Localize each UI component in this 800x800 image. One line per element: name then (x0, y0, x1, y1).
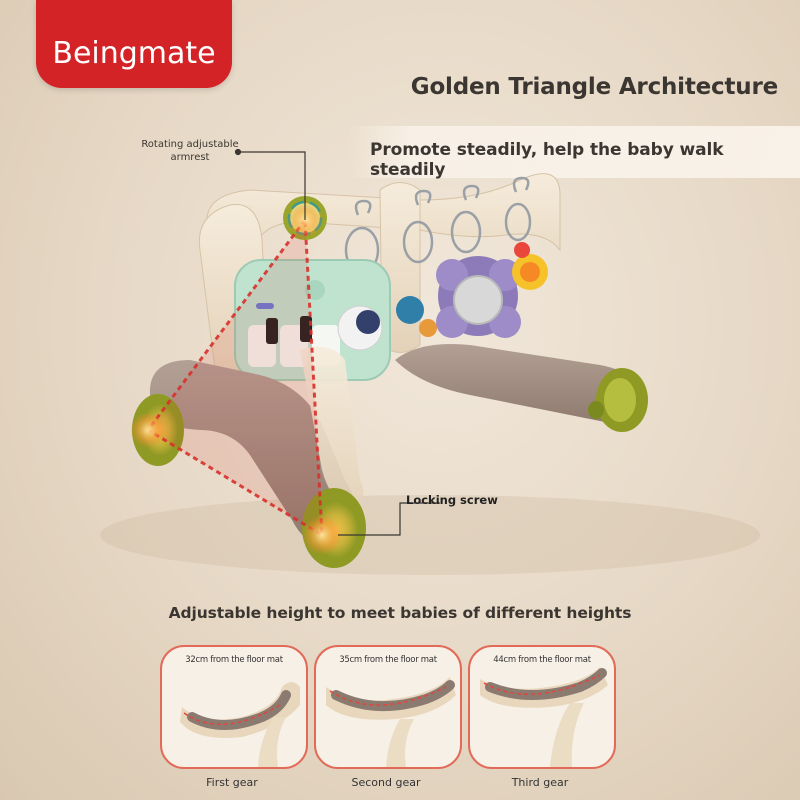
callout-lines (234, 148, 440, 536)
planet-toy (337, 296, 437, 351)
gear-illustration (480, 667, 608, 767)
gear-illustration (326, 677, 456, 767)
screw-callout: Locking screw (406, 493, 498, 507)
music-panel (234, 259, 391, 381)
rear-wheel (588, 368, 648, 432)
gear-card-caption: 35cm from the floor mat (339, 655, 437, 665)
baby-walker-illustration (100, 148, 760, 575)
rattle-toy (512, 242, 548, 290)
gear-illustration (180, 682, 300, 767)
gear-card-caption: 32cm from the floor mat (185, 655, 283, 665)
brand-logo: Beingmate (36, 0, 232, 88)
height-section-title: Adjustable height to meet babies of diff… (168, 604, 632, 622)
page-subtitle: Promote steadily, help the baby walk ste… (370, 140, 724, 180)
gear-card-3: 44cm from the floor mat (468, 645, 616, 769)
front-frame (149, 360, 357, 545)
brand-logo-text: Beingmate (52, 36, 216, 71)
gear-label-second: Second gear (351, 776, 421, 789)
gear-label-third: Third gear (511, 776, 569, 789)
rear-frame (395, 344, 640, 423)
flower-mirror-icon (436, 256, 521, 338)
floor-shadow (100, 495, 760, 575)
gear-label-first: First gear (206, 776, 258, 789)
page-title: Golden Triangle Architecture (410, 74, 778, 100)
gear-card-1: 32cm from the floor mat (160, 645, 308, 769)
front-hinge (300, 346, 364, 510)
gear-card-caption: 44cm from the floor mat (493, 655, 591, 665)
gear-card-2: 35cm from the floor mat (314, 645, 462, 769)
subtitle-banner (348, 126, 800, 178)
armrest-callout: Rotating adjustable armrest (140, 138, 240, 164)
golden-triangle (130, 202, 342, 555)
armrest-callout-line1: Rotating adjustable (141, 139, 239, 150)
toy-hooks (344, 176, 532, 274)
armrest-callout-line2: armrest (170, 152, 210, 163)
